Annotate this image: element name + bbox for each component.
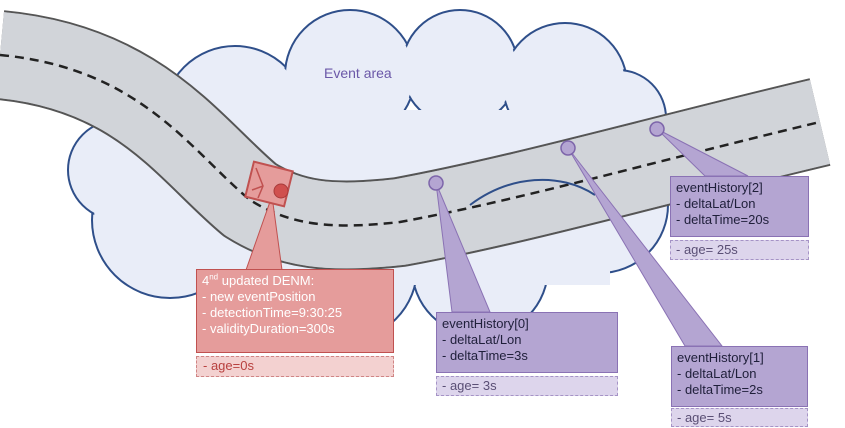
history-1-box: eventHistory[1] - deltaLat/Lon - deltaTi…	[671, 346, 808, 407]
history-1-title: eventHistory[1]	[677, 350, 764, 365]
history-0-point	[428, 175, 444, 191]
denm-title: 4nd updated DENM:	[202, 272, 315, 288]
history-2-age-box: - age= 25s	[670, 240, 809, 260]
denm-line-validity-duration: - validityDuration=300s	[202, 321, 335, 336]
denm-info-box: 4nd updated DENM: - new eventPosition - …	[196, 269, 394, 353]
history-1-point	[560, 140, 576, 156]
history-1-line-delta-pos: - deltaLat/Lon	[677, 366, 757, 381]
history-0-age-box: - age= 3s	[436, 376, 618, 396]
history-0-box: eventHistory[0] - deltaLat/Lon - deltaTi…	[436, 312, 618, 373]
history-1-line-delta-time: - deltaTime=2s	[677, 382, 763, 397]
event-area-boundary	[469, 178, 596, 206]
history-2-title: eventHistory[2]	[676, 180, 763, 195]
history-2-point	[649, 121, 665, 137]
history-2-box: eventHistory[2] - deltaLat/Lon - deltaTi…	[670, 176, 809, 237]
history-0-line-delta-pos: - deltaLat/Lon	[442, 332, 522, 347]
denm-age-box: - age=0s	[196, 356, 394, 377]
event-area-label: Event area	[324, 65, 392, 81]
history-2-line-delta-pos: - deltaLat/Lon	[676, 196, 756, 211]
road	[0, 10, 831, 271]
denm-line-detection-time: - detectionTime=9:30:25	[202, 305, 343, 320]
history-2-line-delta-time: - deltaTime=20s	[676, 212, 770, 227]
denm-line-event-position: - new eventPosition	[202, 289, 316, 304]
history-0-line-delta-time: - deltaTime=3s	[442, 348, 528, 363]
history-1-age-box: - age= 5s	[671, 408, 808, 427]
event-position-marker	[244, 160, 294, 208]
history-0-title: eventHistory[0]	[442, 316, 529, 331]
